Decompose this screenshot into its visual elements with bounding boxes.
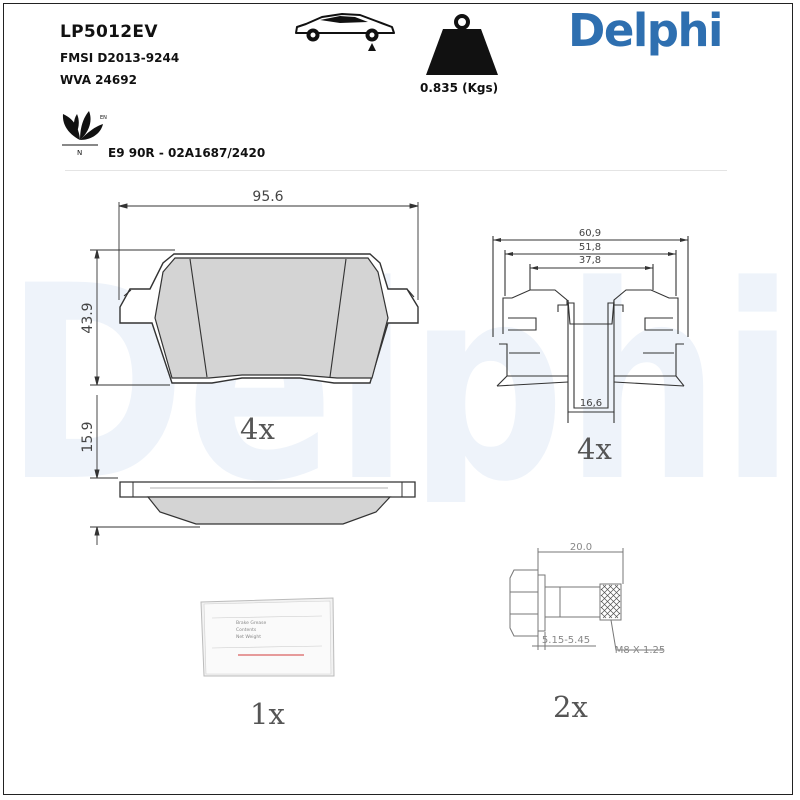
pad-height-dimension bbox=[90, 249, 175, 386]
fmsi-code: FMSI D2013-9244 bbox=[60, 51, 180, 65]
bolt-head-label: 5.15-5.45 bbox=[542, 635, 590, 646]
pad-height-label: 43.9 bbox=[80, 302, 96, 333]
brand-logo: Delphi bbox=[568, 4, 723, 57]
clip-drawing bbox=[492, 236, 689, 423]
weight-icon bbox=[426, 14, 498, 75]
bolt-thread-label: M8 X 1.25 bbox=[615, 645, 665, 656]
pad-quantity: 4x bbox=[240, 412, 275, 446]
grease-packet-line-2: Contents bbox=[236, 627, 257, 633]
svg-text:N: N bbox=[77, 149, 82, 157]
clip-width-inner-label: 37,8 bbox=[579, 255, 601, 266]
clip-tab-width-label: 16,6 bbox=[580, 398, 602, 409]
pad-front-view bbox=[119, 253, 419, 384]
pad-thickness-label: 15.9 bbox=[80, 421, 96, 452]
bolt-quantity: 2x bbox=[553, 690, 588, 724]
header-divider bbox=[65, 170, 727, 171]
eco-leaf-icon: N EN bbox=[62, 111, 107, 157]
pad-side-view bbox=[119, 481, 416, 525]
clip-width-outer-label: 60,9 bbox=[579, 228, 601, 239]
part-number: LP5012EV bbox=[60, 22, 158, 42]
clip-quantity: 4x bbox=[577, 432, 612, 466]
svg-text:EN: EN bbox=[100, 115, 107, 121]
bolt-thread-hatch bbox=[600, 584, 621, 619]
car-side-icon bbox=[295, 13, 395, 51]
grease-quantity: 1x bbox=[250, 697, 285, 731]
approval-code: E9 90R - 02A1687/2420 bbox=[108, 146, 266, 160]
grease-packet-line-1: Brake Grease bbox=[236, 620, 266, 626]
pad-width-dimension bbox=[118, 202, 419, 300]
pad-thickness-dimension bbox=[90, 395, 200, 545]
bolt-length-label: 20.0 bbox=[570, 542, 592, 553]
grease-packet-line-3: Net Weight bbox=[236, 634, 261, 640]
grease-packet bbox=[200, 597, 335, 677]
pad-width-label: 95.6 bbox=[252, 189, 283, 205]
wva-code: WVA 24692 bbox=[60, 73, 137, 87]
product-sheet bbox=[3, 3, 793, 795]
weight-value: 0.835 (Kgs) bbox=[420, 81, 499, 95]
clip-width-mid-label: 51,8 bbox=[579, 242, 601, 253]
